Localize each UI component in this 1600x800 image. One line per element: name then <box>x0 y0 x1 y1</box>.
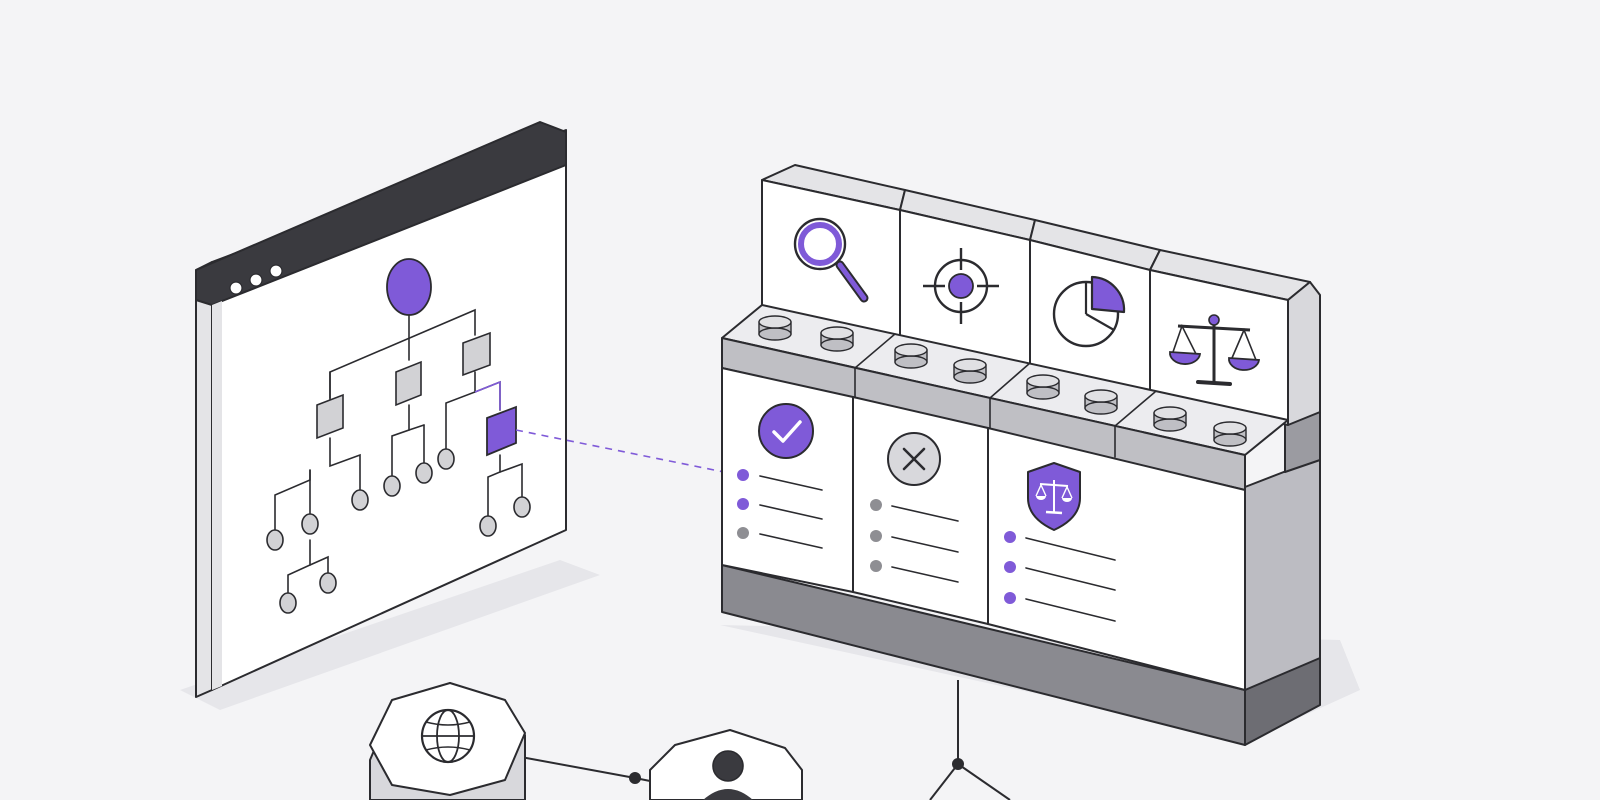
target-icon <box>923 248 999 324</box>
shield-scale-icon <box>1027 462 1081 531</box>
network-link <box>957 763 1011 800</box>
tree-leaf[interactable] <box>351 489 369 511</box>
top-tiles <box>761 164 1321 426</box>
text-line <box>891 505 959 522</box>
network-link <box>509 754 636 779</box>
tree-root-node[interactable] <box>386 258 432 316</box>
org-tree-nodes <box>266 258 531 614</box>
globe-icon <box>420 708 476 764</box>
studs <box>758 315 1247 447</box>
check-mark <box>772 420 802 443</box>
text-line <box>759 475 823 491</box>
browser-window <box>180 121 600 710</box>
bullet <box>1004 561 1016 573</box>
magnifier-icon <box>793 217 869 303</box>
text-line <box>891 566 959 583</box>
dashed-link <box>515 429 725 473</box>
balance-scale-icon <box>1169 314 1261 386</box>
tree-leaf[interactable] <box>279 592 297 614</box>
window-dot-icon[interactable] <box>229 281 243 295</box>
tree-node[interactable] <box>395 360 422 407</box>
text-line <box>891 536 959 553</box>
window-dot-icon[interactable] <box>269 264 283 278</box>
tree-leaf[interactable] <box>319 572 337 594</box>
user-icon <box>703 750 753 800</box>
window-inner-border <box>212 301 222 690</box>
window-title-bar <box>195 121 567 306</box>
tree-leaf[interactable] <box>266 529 284 551</box>
tree-leaf[interactable] <box>383 475 401 497</box>
bullet <box>870 530 882 542</box>
text-line <box>1025 598 1116 622</box>
tree-node[interactable] <box>462 331 491 377</box>
bullet <box>1004 592 1016 604</box>
bullet <box>1004 531 1016 543</box>
bullet <box>737 469 749 481</box>
bullet <box>737 527 749 539</box>
card-protected[interactable] <box>987 427 1246 691</box>
text-line <box>759 533 823 549</box>
card-panels <box>721 367 1246 691</box>
window-shadow <box>180 560 600 710</box>
window-dot-icon[interactable] <box>249 273 263 287</box>
bullet <box>737 498 749 510</box>
network-junction <box>629 772 641 784</box>
module-stack <box>720 164 1360 746</box>
stack-right-side <box>1244 457 1321 691</box>
tree-leaf[interactable] <box>301 513 319 535</box>
text-line <box>1025 567 1116 591</box>
text-line <box>1025 537 1116 561</box>
tree-node[interactable] <box>316 393 344 440</box>
x-mark <box>902 447 926 471</box>
card-approved[interactable] <box>721 367 854 593</box>
card-rejected[interactable] <box>852 396 989 625</box>
tree-node-selected[interactable] <box>486 405 517 457</box>
user-node[interactable] <box>649 729 803 800</box>
pie-chart-icon <box>1052 275 1126 348</box>
tree-leaf[interactable] <box>513 496 531 518</box>
tree-leaf[interactable] <box>437 448 455 470</box>
network <box>369 680 1011 800</box>
bullet <box>870 499 882 511</box>
tree-leaf[interactable] <box>479 515 497 537</box>
network-link <box>929 763 959 800</box>
highlight-connector <box>474 380 501 410</box>
globe-node[interactable] <box>369 682 526 800</box>
tree-leaf[interactable] <box>415 462 433 484</box>
window-side <box>195 261 213 698</box>
text-line <box>759 504 823 520</box>
bullet <box>870 560 882 572</box>
network-junction <box>952 758 964 770</box>
check-circle-icon <box>758 403 814 459</box>
